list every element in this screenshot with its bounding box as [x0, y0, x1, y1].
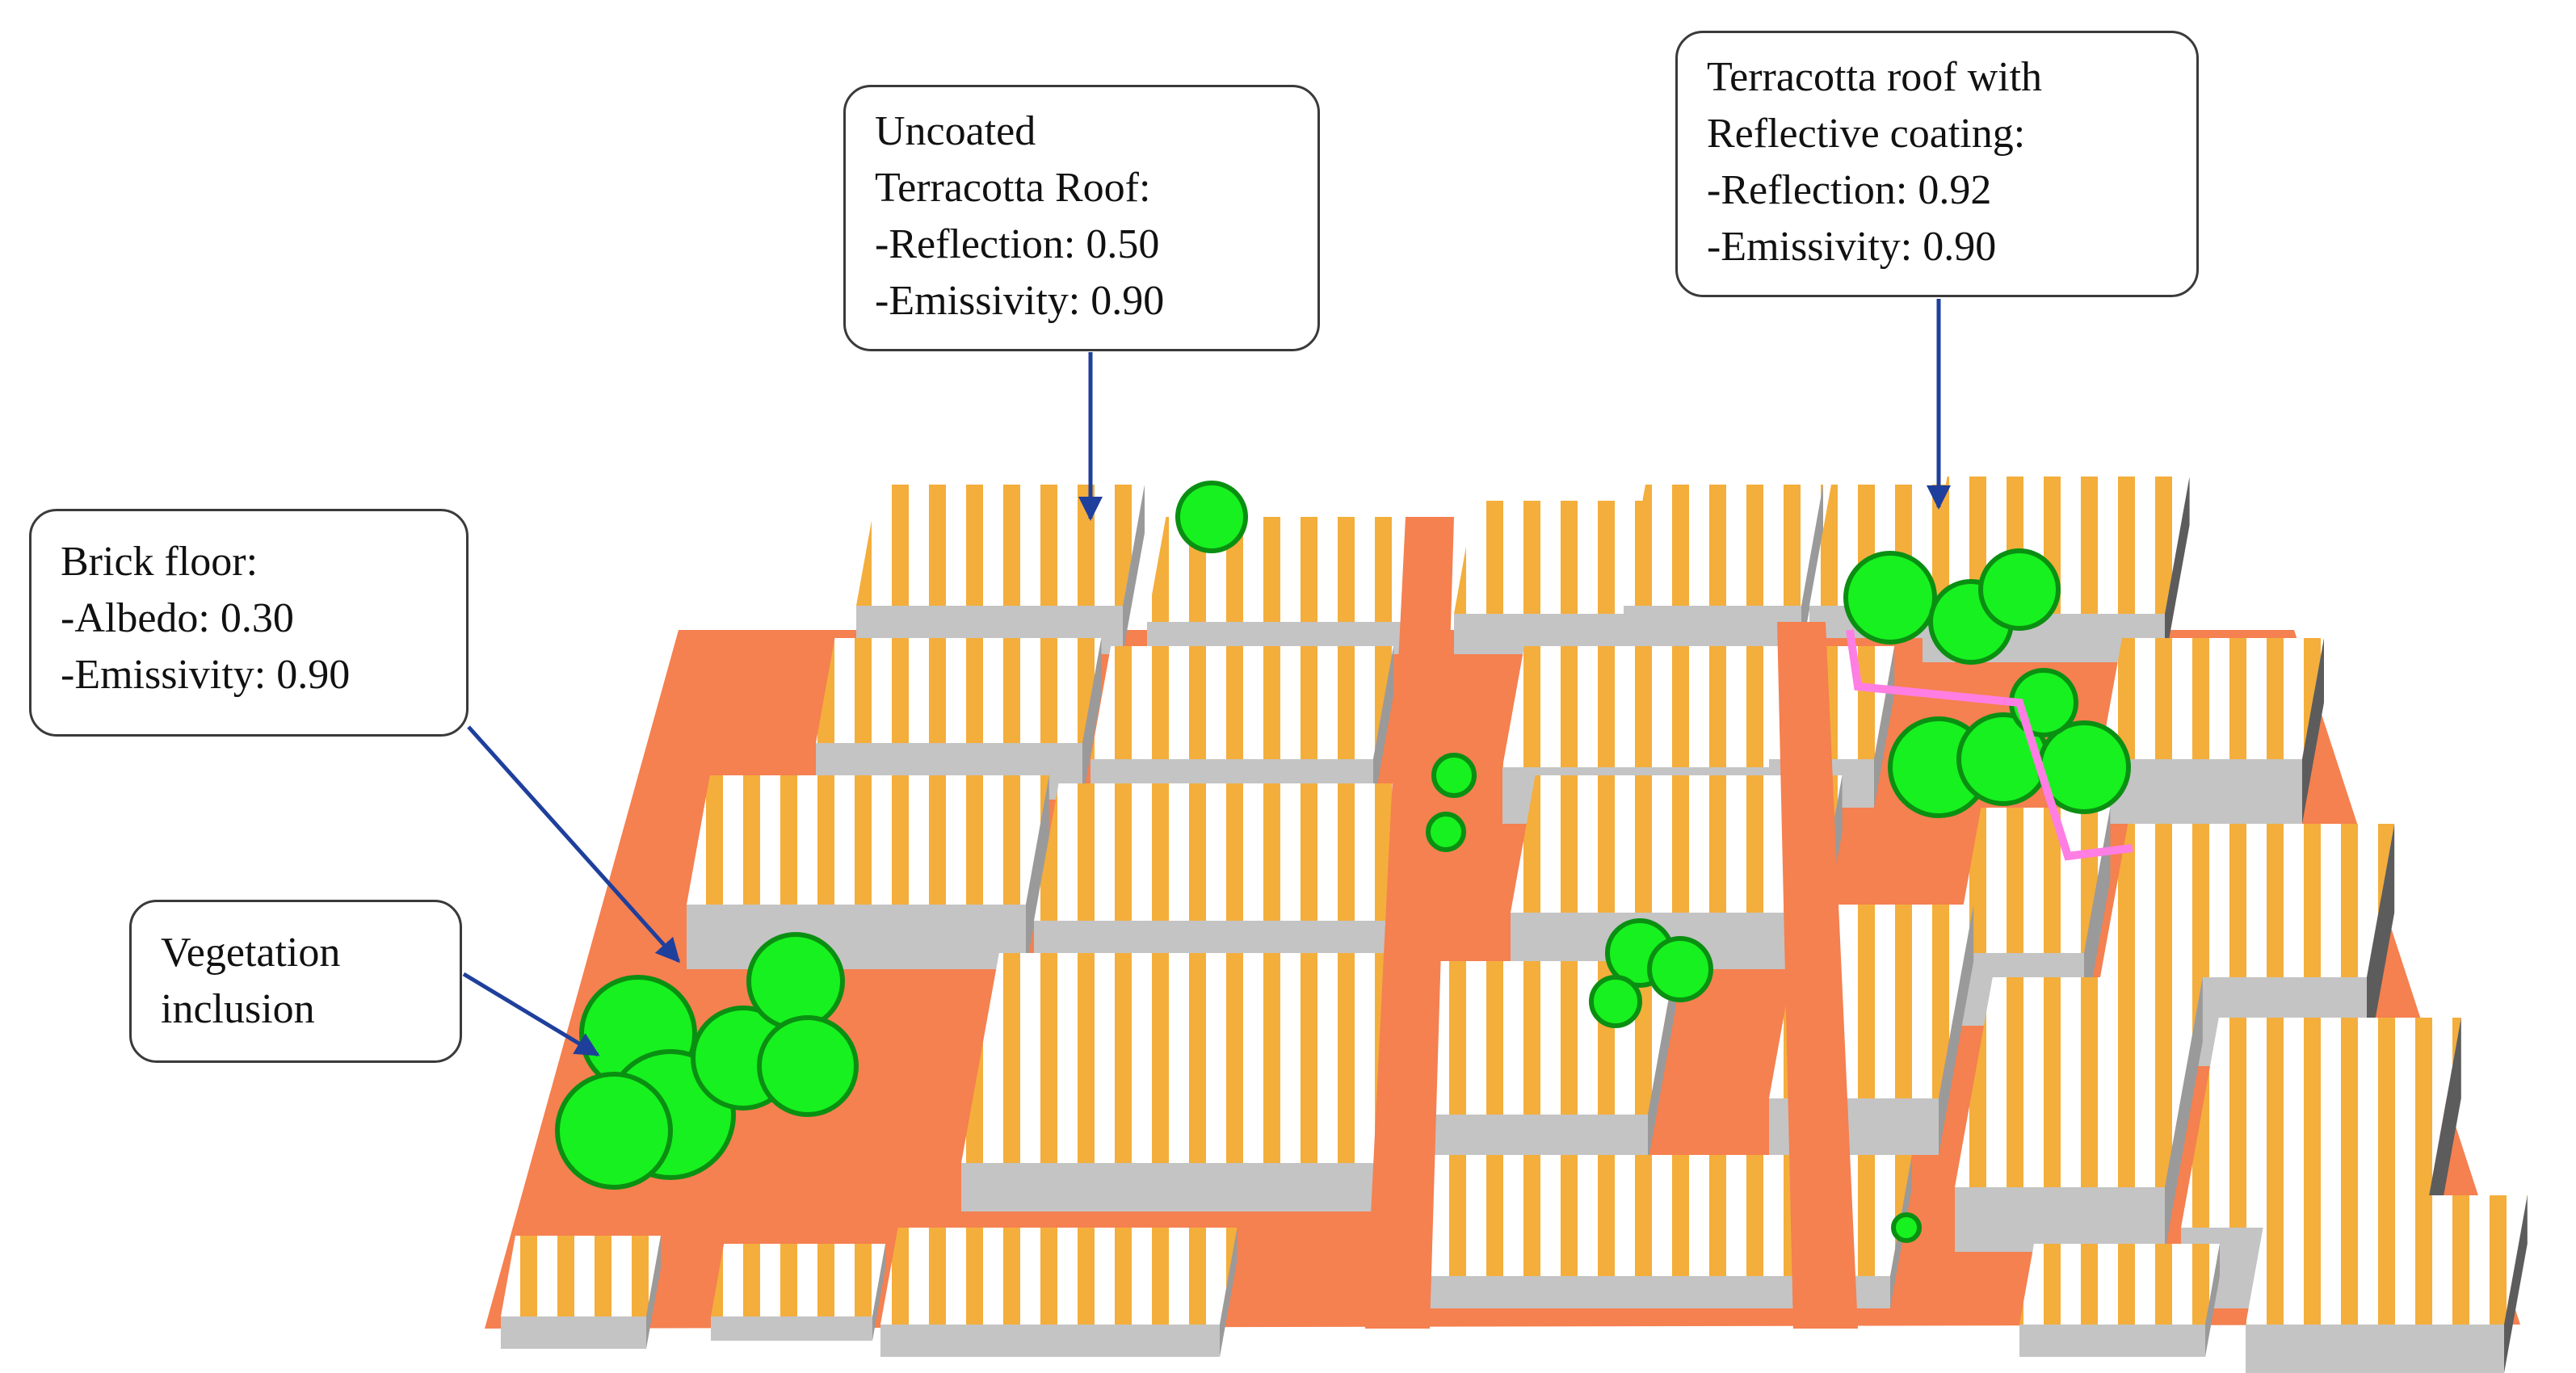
terracotta-roof: [1454, 501, 1645, 614]
terracotta-roof: [2181, 1018, 2461, 1228]
building-front-wall: [1955, 1187, 2165, 1252]
terracotta-roof: [961, 953, 1419, 1163]
callout-line: Terracotta Roof:: [875, 165, 1151, 211]
building-side-wall: [2205, 1244, 2220, 1357]
terracotta-roof: [1502, 646, 1791, 767]
terracotta-roof: [1955, 808, 2111, 953]
arrow-brick-floor: [467, 725, 681, 964]
building-block: [1454, 501, 1645, 654]
callout-line: Reflective coating:: [1707, 111, 2026, 157]
building-side-wall: [2165, 977, 2203, 1252]
callout-line: Vegetation: [161, 930, 341, 976]
building-side-wall: [1123, 485, 1145, 654]
building-front-wall: [501, 1316, 646, 1349]
terracotta-roof: [501, 1236, 661, 1316]
terracotta-roof: [1090, 646, 1394, 759]
callout-uncoated-terracotta-roof: Uncoated Terracotta Roof: -Reflection: 0…: [843, 85, 1320, 351]
building-side-wall: [646, 1236, 661, 1349]
terracotta-roof: [1034, 783, 1414, 921]
tree-canopy: [1175, 481, 1248, 553]
terracotta-roof: [1511, 775, 1843, 913]
tree-canopy: [1891, 1212, 1922, 1243]
callout-line: inclusion: [161, 986, 315, 1032]
building-side-wall: [1939, 905, 1974, 1155]
street: [1777, 622, 1858, 1329]
callout-line: -Emissivity: 0.90: [61, 652, 351, 698]
callout-line: -Reflection: 0.50: [875, 221, 1160, 267]
building-side-wall: [1373, 646, 1394, 808]
building-side-wall: [2504, 1195, 2528, 1373]
building-block: [2019, 1244, 2220, 1357]
pink-path: [1846, 629, 2133, 861]
tree-canopy: [1431, 753, 1477, 798]
callout-line: -Emissivity: 0.90: [875, 278, 1165, 324]
building-block: [1624, 485, 1823, 654]
building-block: [961, 953, 1419, 1211]
building-front-wall: [880, 1325, 1220, 1357]
tree-canopy: [555, 1072, 673, 1190]
terracotta-roof: [1406, 1155, 1912, 1276]
terracotta-roof: [816, 638, 1102, 743]
terracotta-roof: [711, 1244, 886, 1316]
building-side-wall: [2302, 638, 2324, 824]
tree-canopy: [1647, 936, 1713, 1002]
building-block: [1955, 977, 2203, 1252]
callout-line: Uncoated: [875, 108, 1036, 154]
callout-line: -Emissivity: 0.90: [1707, 224, 1997, 270]
callout-vegetation-inclusion: Vegetation inclusion: [129, 900, 462, 1063]
terracotta-roof: [880, 1228, 1238, 1325]
building-side-wall: [872, 1244, 886, 1341]
building-front-wall: [2246, 1325, 2504, 1373]
callout-line: Terracotta roof with: [1707, 54, 2043, 100]
tree-canopy: [1589, 975, 1642, 1028]
building-side-wall: [2367, 824, 2395, 1066]
callout-reflective-coated-roof: Terracotta roof with Reflective coating:…: [1675, 31, 2199, 297]
terracotta-roof: [1955, 977, 2203, 1187]
building-front-wall: [711, 1316, 872, 1341]
building-front-wall: [1406, 1276, 1890, 1308]
callout-line: -Albedo: 0.30: [61, 595, 294, 641]
terracotta-roof: [856, 485, 1145, 606]
building-block: [2100, 638, 2324, 824]
building-block: [687, 775, 1049, 969]
terracotta-roof: [2019, 1244, 2220, 1325]
building-front-wall: [1406, 1115, 1648, 1163]
building-block: [501, 1236, 661, 1349]
building-front-wall: [2019, 1325, 2205, 1357]
building-front-wall: [1454, 614, 1624, 654]
terracotta-roof: [1624, 485, 1823, 606]
callout-brick-floor: Brick floor: -Albedo: 0.30 -Emissivity: …: [29, 509, 469, 737]
building-front-wall: [1624, 606, 1801, 654]
building-block: [1406, 1155, 1912, 1308]
building-block: [856, 485, 1145, 654]
tree-canopy: [757, 1015, 859, 1117]
building-front-wall: [687, 905, 1026, 969]
street: [1365, 517, 1454, 1329]
building-block: [2246, 1195, 2528, 1373]
building-side-wall: [1801, 485, 1823, 654]
tree-canopy: [1843, 551, 1937, 645]
terracotta-roof: [2100, 824, 2395, 977]
building-side-wall: [1220, 1228, 1238, 1357]
building-front-wall: [961, 1163, 1381, 1211]
terracotta-roof: [2100, 638, 2324, 759]
building-blocks: [501, 477, 2528, 1373]
building-block: [880, 1228, 1238, 1357]
tree-canopy: [1978, 548, 2061, 631]
building-front-wall: [2100, 759, 2302, 824]
building-side-wall: [2084, 808, 2111, 1026]
building-side-wall: [1026, 775, 1049, 969]
building-side-wall: [2165, 477, 2190, 662]
tree-canopy: [746, 932, 845, 1031]
terracotta-roof: [687, 775, 1049, 905]
building-side-wall: [1648, 961, 1676, 1163]
callout-line: -Reflection: 0.92: [1707, 167, 1992, 213]
tree-canopy: [1426, 812, 1466, 852]
building-block: [711, 1244, 886, 1341]
callout-line: Brick floor:: [61, 539, 258, 585]
building-side-wall: [1082, 638, 1102, 800]
arrow-vegetation: [462, 972, 600, 1057]
terracotta-roof: [2246, 1195, 2528, 1325]
